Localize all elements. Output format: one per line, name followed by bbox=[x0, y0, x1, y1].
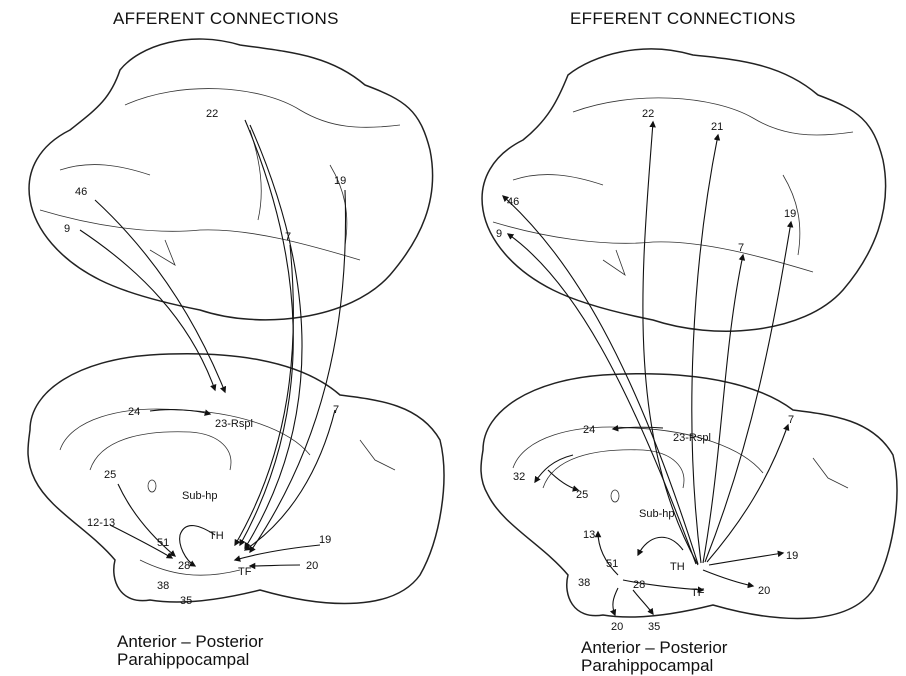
afferent-caption-line1: Anterior – Posterior bbox=[117, 633, 263, 651]
label-area-24: 24 bbox=[583, 424, 595, 436]
label-area-20: 20 bbox=[306, 560, 318, 572]
lateral-brain-outline bbox=[482, 49, 886, 331]
label-sub-hp: Sub-hp bbox=[182, 490, 217, 502]
label-area-7-medial: 7 bbox=[788, 414, 794, 426]
label-area-35: 35 bbox=[648, 621, 660, 633]
efferent-caption: Anterior – Posterior Parahippocampal bbox=[581, 639, 727, 675]
label-area-21: 21 bbox=[711, 121, 723, 133]
label-area-38: 38 bbox=[578, 577, 590, 589]
label-area-22: 22 bbox=[206, 108, 218, 120]
label-area-20-posterior: 20 bbox=[758, 585, 770, 597]
label-area-13: 13 bbox=[583, 529, 595, 541]
label-area-25: 25 bbox=[576, 489, 588, 501]
label-area-19: 19 bbox=[334, 175, 346, 187]
label-area-23-rspl: 23-Rspl bbox=[215, 418, 253, 430]
label-th: TH bbox=[209, 530, 224, 542]
label-area-51: 51 bbox=[157, 537, 169, 549]
label-area-9: 9 bbox=[64, 223, 70, 235]
label-area-19-medial: 19 bbox=[786, 550, 798, 562]
afferent-caption: Anterior – Posterior Parahippocampal bbox=[117, 633, 263, 669]
efferent-caption-line1: Anterior – Posterior bbox=[581, 639, 727, 657]
medial-brain-outline bbox=[481, 374, 897, 619]
label-area-12-13: 12-13 bbox=[87, 517, 115, 529]
label-area-7-lateral: 7 bbox=[738, 242, 744, 254]
label-area-9: 9 bbox=[496, 228, 502, 240]
efferent-panel: EFFERENT CONNECTIONS bbox=[453, 0, 906, 676]
afferent-diagram: 22 19 46 9 7 24 23-Rspl 7 25 Sub-hp 12-1… bbox=[0, 0, 453, 676]
label-area-23-rspl: 23-Rspl bbox=[673, 432, 711, 444]
label-area-46: 46 bbox=[75, 186, 87, 198]
label-area-7-lateral: 7 bbox=[285, 231, 291, 243]
label-th: TH bbox=[670, 561, 685, 573]
label-area-38: 38 bbox=[157, 580, 169, 592]
label-area-28: 28 bbox=[178, 560, 190, 572]
afferent-panel: AFFERENT CONNECTIONS bbox=[0, 0, 453, 676]
label-area-22: 22 bbox=[642, 108, 654, 120]
afferent-caption-line2: Parahippocampal bbox=[117, 651, 263, 669]
label-sub-hp: Sub-hp bbox=[639, 508, 674, 520]
label-tf: TF bbox=[691, 587, 705, 599]
label-area-35: 35 bbox=[180, 595, 192, 607]
label-area-51: 51 bbox=[606, 558, 618, 570]
label-area-25: 25 bbox=[104, 469, 116, 481]
label-area-19-medial: 19 bbox=[319, 534, 331, 546]
label-area-24: 24 bbox=[128, 406, 140, 418]
efferent-diagram: 22 21 19 46 9 7 24 23-Rspl 7 32 25 Sub-h… bbox=[453, 0, 906, 676]
medial-brain-outline bbox=[28, 354, 444, 604]
label-area-20-anterior: 20 bbox=[611, 621, 623, 633]
lateral-brain-outline bbox=[29, 39, 433, 320]
label-tf: TF bbox=[238, 566, 252, 578]
label-area-7-medial: 7 bbox=[333, 404, 339, 416]
label-area-28: 28 bbox=[633, 579, 645, 591]
label-area-32: 32 bbox=[513, 471, 525, 483]
label-area-46: 46 bbox=[507, 196, 519, 208]
efferent-caption-line2: Parahippocampal bbox=[581, 657, 727, 675]
label-area-19: 19 bbox=[784, 208, 796, 220]
